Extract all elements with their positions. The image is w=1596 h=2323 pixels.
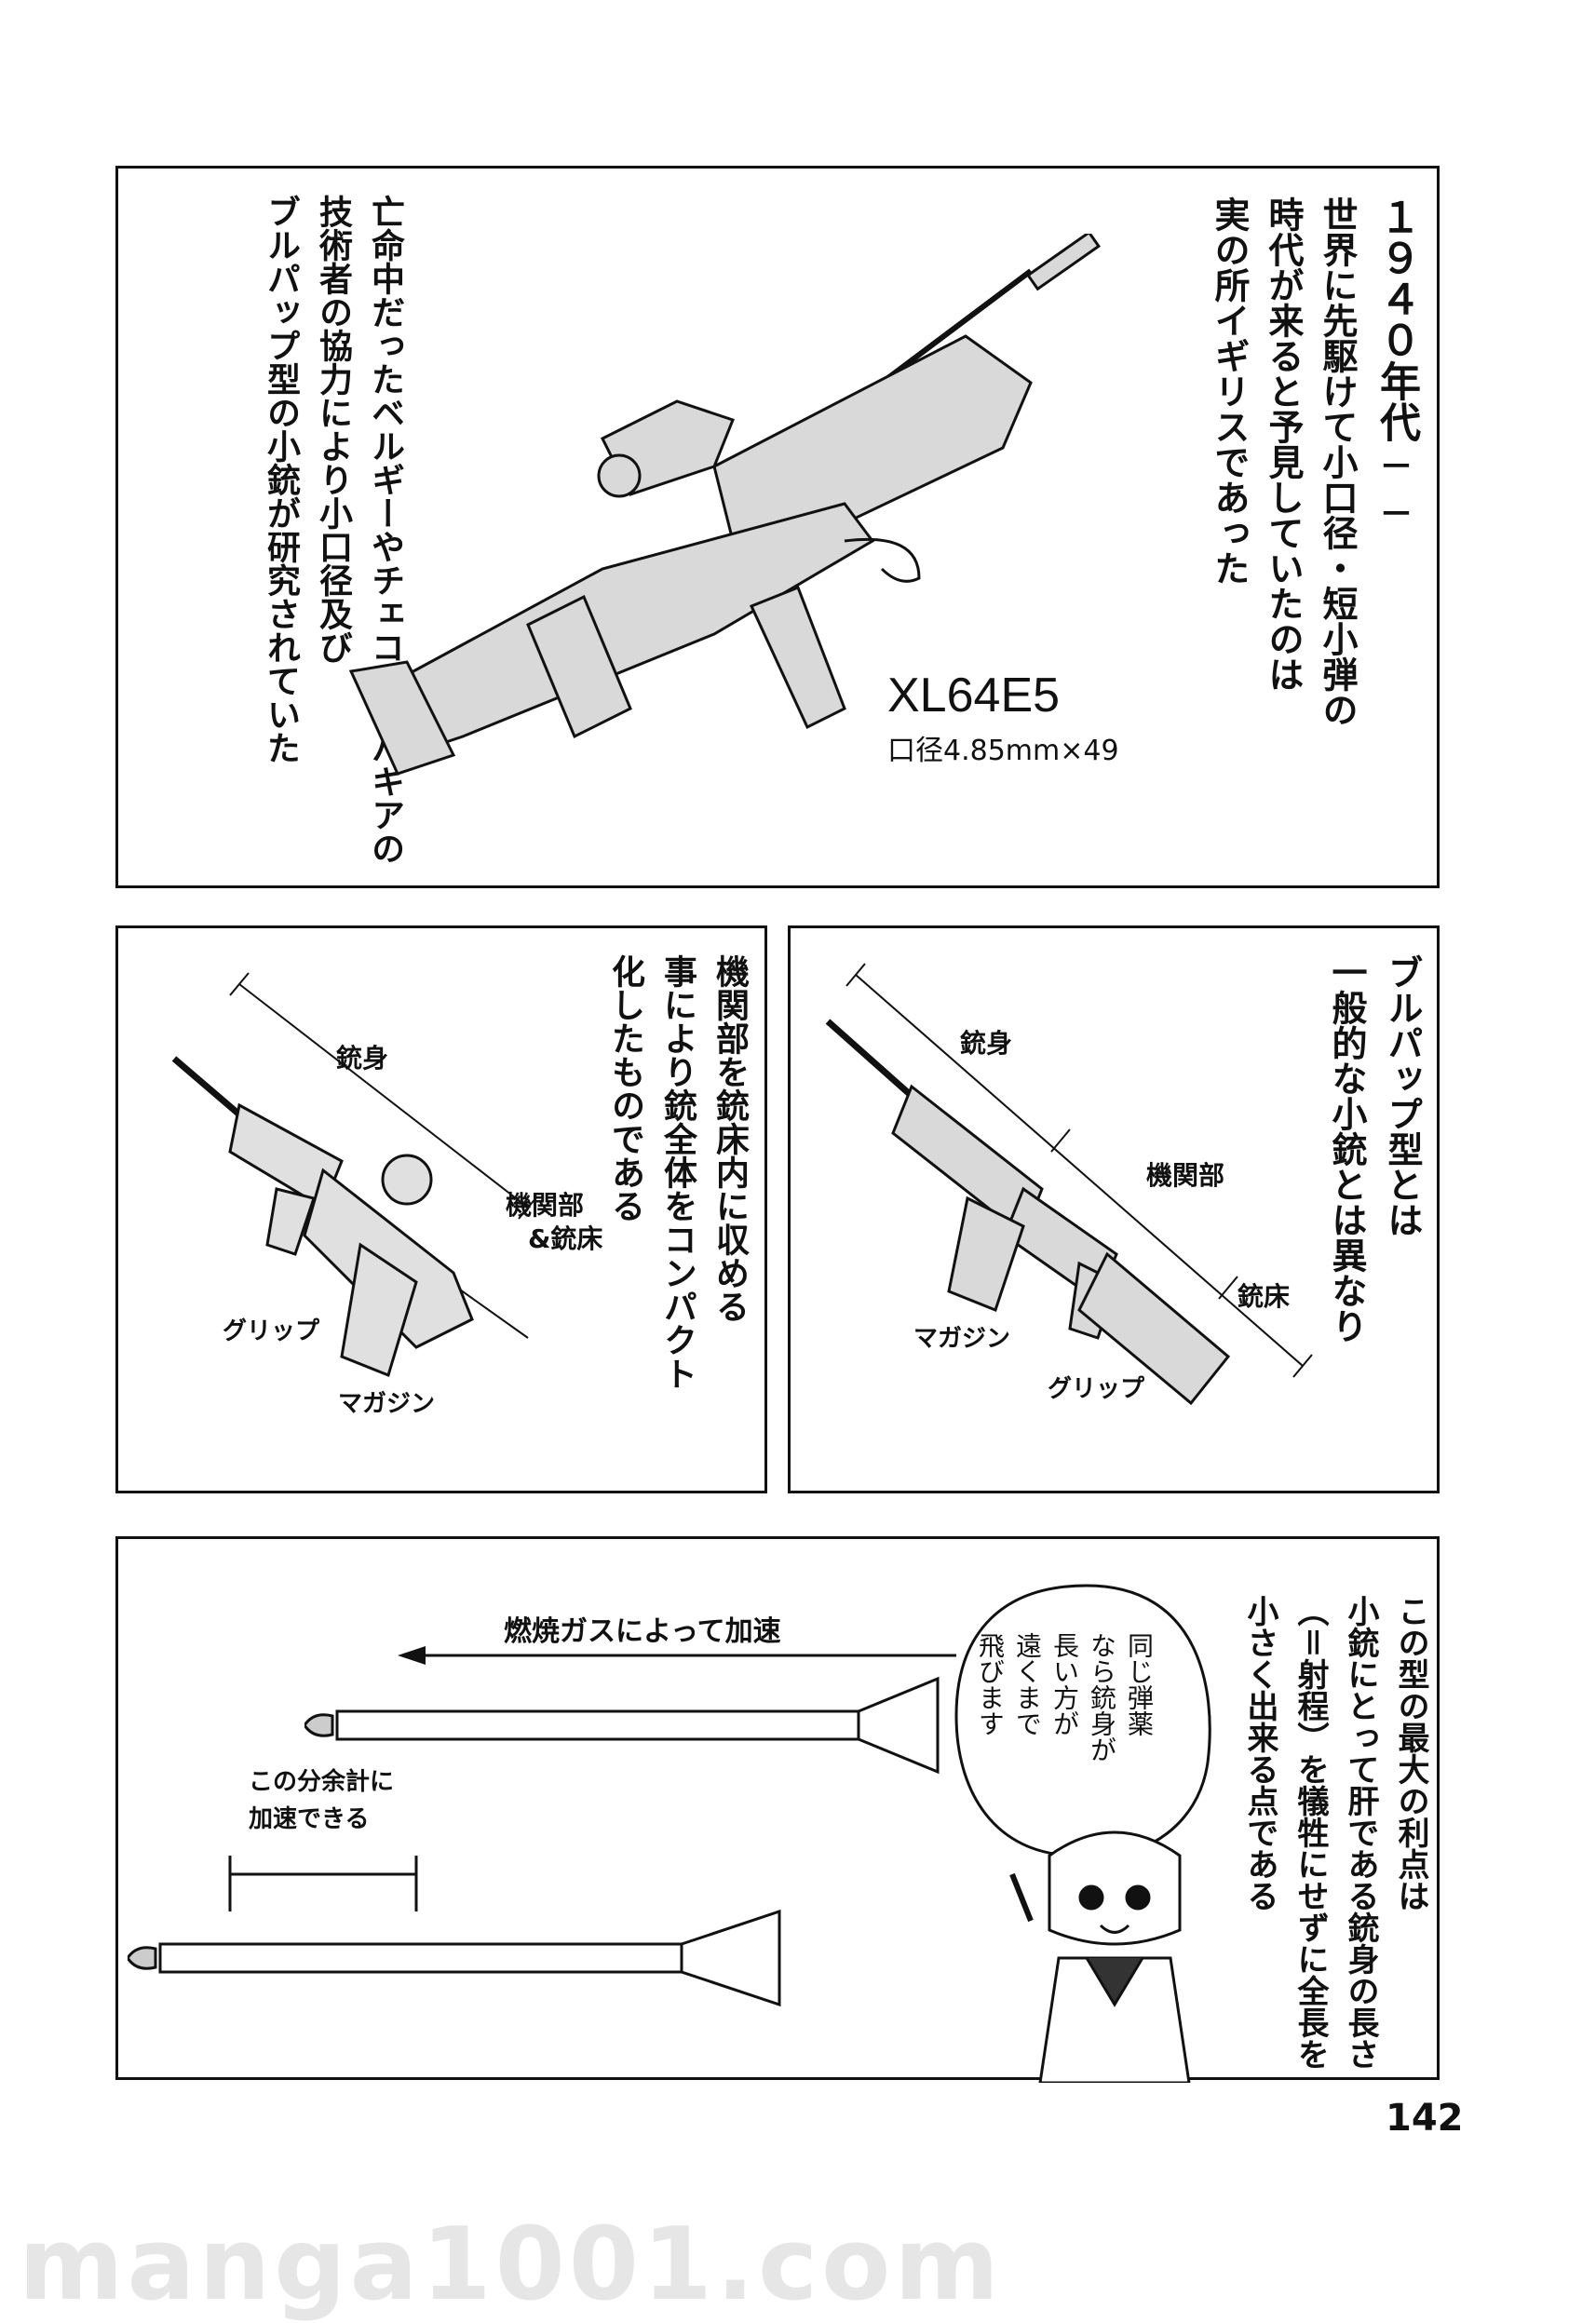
panel2-caption-line1: 機関部を銃床内に収める bbox=[710, 954, 749, 1323]
gun-name-label: XL64E5 bbox=[887, 669, 1061, 723]
bubble-line2: なら銃身が bbox=[1087, 1632, 1117, 1763]
accel-label: 燃焼ガスによって加速 bbox=[504, 1615, 781, 1648]
conventional-rifle-diagram bbox=[825, 963, 1313, 1406]
panel2-label-barrel: 銃身 bbox=[336, 1043, 389, 1074]
panel2-label-grip: グリップ bbox=[223, 1317, 320, 1345]
page-number: 142 bbox=[1386, 2097, 1464, 2140]
panel4-caption-line2: 小銃にとって肝である銃身の長さ bbox=[1342, 1595, 1379, 2070]
panel1-caption-left-line2: 技術者の協力により小口径及び bbox=[314, 195, 352, 664]
extra-accel-label-2: 加速できる bbox=[249, 1805, 370, 1833]
xl64e5-rifle-illustration bbox=[348, 234, 1102, 776]
panel-1: １９４０年代── 世界に先駆けて小口径・短小弾の 時代が来ると予見していたのは … bbox=[115, 166, 1440, 888]
panel3-label-magazine: マガジン bbox=[913, 1325, 1011, 1353]
panel3-caption-line2: 一般的な小銃とは異なり bbox=[1326, 954, 1367, 1344]
extra-accel-label-1: この分余計に bbox=[249, 1768, 395, 1796]
panel1-caption-right-line3: 時代が来ると予見していたのは bbox=[1263, 196, 1304, 692]
girl-character-illustration bbox=[1009, 1830, 1191, 2083]
accel-arrow bbox=[398, 1646, 956, 1665]
panel-4: この型の最大の利点は 小銃にとって肝である銃身の長さ （＝射程）を犠牲にせずに全… bbox=[115, 1536, 1440, 2083]
panel1-caption-right-line1: １９４０年代── bbox=[1373, 196, 1420, 537]
panel2-caption-line2: 事により銃全体をコンパクト bbox=[658, 954, 697, 1390]
panel1-caption-left-line3: ブルパップ型の小銃が研究されていた bbox=[262, 195, 300, 764]
panel3-caption-line1: ブルパップ型とは bbox=[1382, 954, 1423, 1237]
bubble-line5: 飛びます bbox=[975, 1632, 1006, 1736]
panel1-caption-right-line2: 世界に先駆けて小口径・短小弾の bbox=[1317, 196, 1358, 727]
panel-3: ブルパップ型とは 一般的な小銃とは異なり 銃身 機関部 銃床 マガジン グリップ bbox=[788, 925, 1440, 1493]
bubble-line3: 長い方が bbox=[1049, 1632, 1080, 1736]
panel4-caption-line3: （＝射程）を犠牲にせずに全長を bbox=[1292, 1595, 1329, 2070]
short-barrel-diagram bbox=[128, 1909, 781, 2007]
panel2-caption-line3: 化したものである bbox=[606, 954, 644, 1222]
panel3-label-action: 機関部 bbox=[1146, 1160, 1225, 1191]
panel2-label-stock: &銃床 bbox=[528, 1223, 603, 1254]
panel2-label-magazine: マガジン bbox=[338, 1390, 436, 1418]
panel3-label-barrel: 銃身 bbox=[960, 1028, 1013, 1059]
bubble-line4: 遠くまで bbox=[1012, 1632, 1043, 1736]
panel4-caption-line4: 小さく出来る点である bbox=[1241, 1595, 1278, 1911]
gun-caliber-label: 口径4.85mm×49 bbox=[887, 735, 1119, 767]
panel2-label-action: 機関部 bbox=[506, 1190, 585, 1221]
panel3-label-stock: 銃床 bbox=[1238, 1281, 1291, 1312]
long-barrel-diagram bbox=[304, 1676, 940, 1775]
bullpup-rifle-diagram bbox=[171, 972, 538, 1378]
panel4-caption-line1: この型の最大の利点は bbox=[1392, 1595, 1429, 1911]
panel1-caption-right-line4: 実の所イギリスであった bbox=[1209, 196, 1250, 586]
extra-accel-bracket bbox=[228, 1856, 418, 1911]
panel3-label-grip: グリップ bbox=[1048, 1375, 1145, 1403]
watermark: manga1001.com bbox=[19, 2207, 1003, 2323]
panel-2: 機関部を銃床内に収める 事により銃全体をコンパクト 化したものである 銃身 機関… bbox=[115, 925, 767, 1493]
bubble-line1: 同じ弾薬 bbox=[1124, 1632, 1155, 1736]
